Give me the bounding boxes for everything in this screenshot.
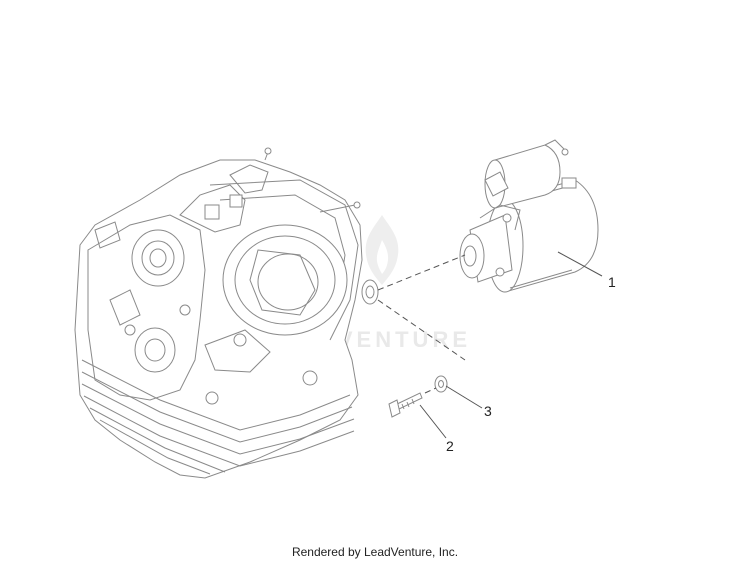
washer [434,375,448,393]
bolt [388,392,423,418]
watermark-logo-icon [365,215,399,285]
leader-line [445,385,483,409]
callout-label: 1 [608,274,616,290]
callout-label: 3 [484,403,492,419]
callout-label: 2 [446,438,454,454]
footer-credit: Rendered by LeadVenture, Inc. [291,545,459,559]
leader-line [419,404,447,439]
engine-block [74,147,379,479]
assembly-line [377,299,466,361]
leader-line [557,251,603,277]
assembly-line [424,387,437,394]
assembly-line [377,254,466,291]
starter-motor [459,139,599,293]
